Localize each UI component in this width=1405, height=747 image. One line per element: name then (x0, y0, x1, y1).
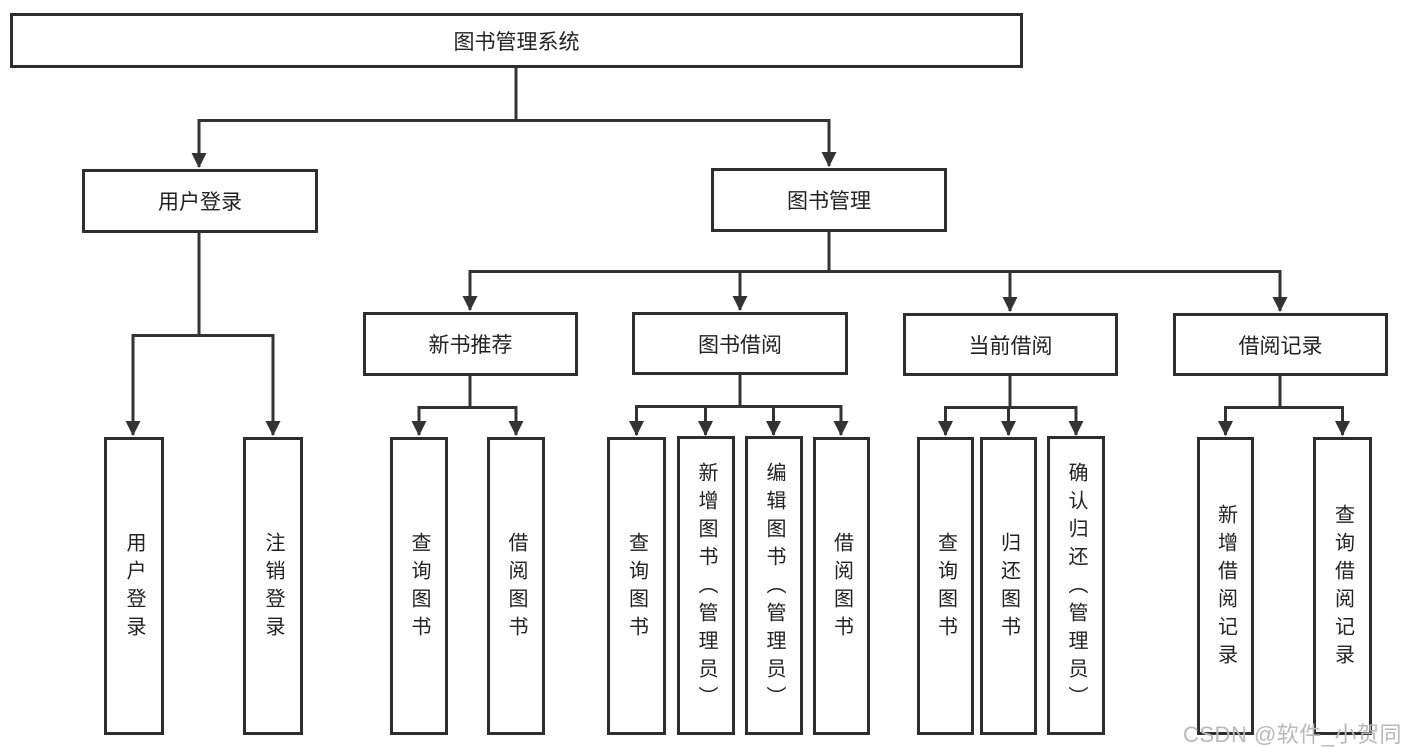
node-records: 借阅记录 (1173, 313, 1388, 376)
node-current-confirm: 确认归还（管理员） (1047, 436, 1105, 735)
node-newbook-borrow: 借阅图书 (487, 437, 545, 735)
node-newbook-query: 查询图书 (390, 437, 448, 735)
node-login-user: 用户登录 (104, 437, 164, 735)
node-login: 用户登录 (82, 169, 318, 233)
node-borrow-edit: 编辑图书（管理员） (745, 436, 803, 735)
node-current-return: 归还图书 (980, 437, 1037, 735)
node-records-query: 查询借阅记录 (1313, 437, 1372, 735)
node-current-query: 查询图书 (917, 437, 974, 735)
node-borrow-add: 新增图书（管理员） (677, 436, 735, 735)
node-root: 图书管理系统 (10, 13, 1023, 68)
node-borrow-query: 查询图书 (607, 437, 666, 735)
node-borrow-lend: 借阅图书 (813, 437, 870, 735)
node-records-add: 新增借阅记录 (1197, 437, 1254, 735)
node-newbook: 新书推荐 (363, 312, 578, 376)
csdn-watermark: CSDN @软件_小贺同学 (1183, 722, 1403, 747)
node-borrow: 图书借阅 (632, 312, 848, 375)
node-current: 当前借阅 (903, 313, 1118, 376)
node-mgmt: 图书管理 (711, 168, 947, 232)
node-login-logout: 注销登录 (243, 437, 303, 735)
